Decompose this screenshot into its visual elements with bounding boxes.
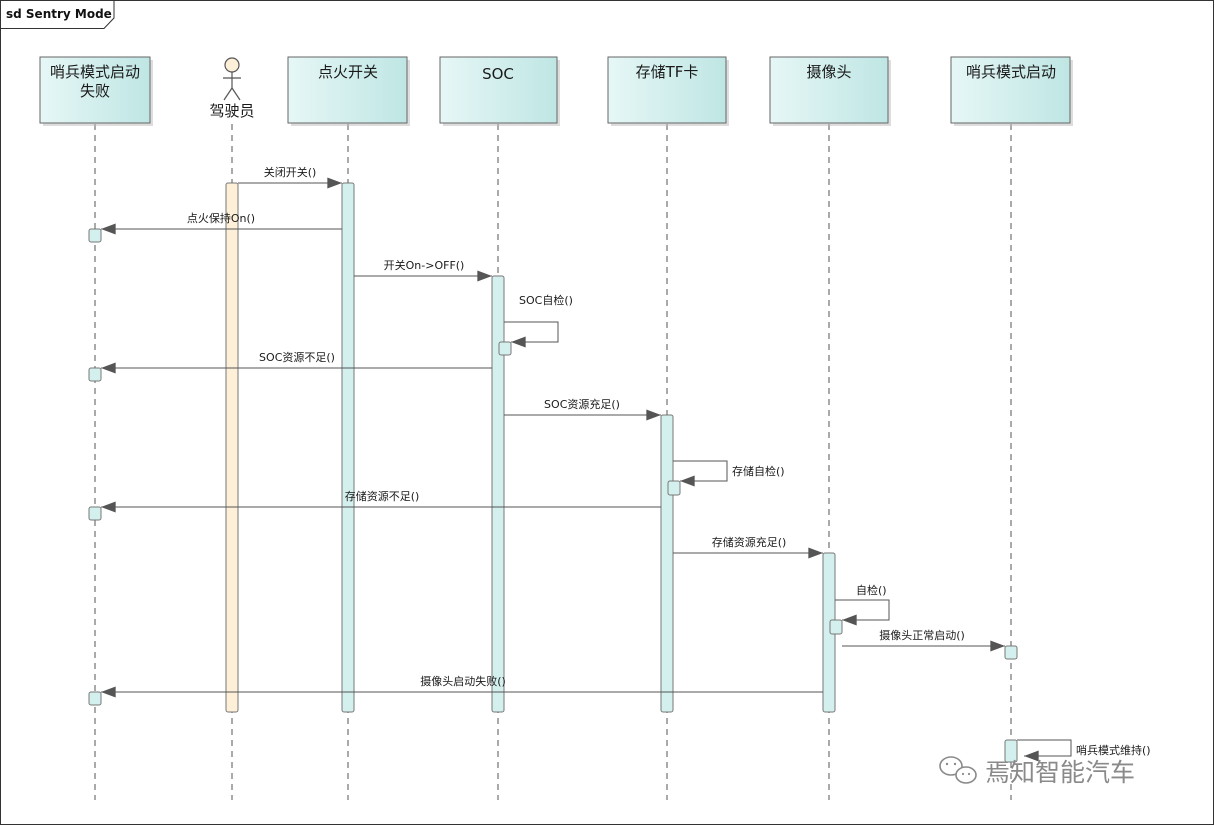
msg-label-ignition-hold: 点火保持On() bbox=[187, 211, 255, 225]
participant-camera-label: 摄像头 bbox=[806, 63, 851, 81]
activations bbox=[88, 182, 1018, 763]
msg-arrow-sentry-maintain bbox=[1017, 739, 1072, 762]
participant-start: 哨兵模式启动 bbox=[950, 56, 1073, 126]
msg-label-close-switch: 关闭开关() bbox=[264, 165, 317, 179]
msg-label-on-off: 开关On->OFF() bbox=[384, 258, 465, 272]
msg-label-storage-insufficient: 存储资源不足() bbox=[345, 489, 420, 503]
participant-driver-label: 驾驶员 bbox=[209, 102, 254, 120]
msg-arrow-storage-selfcheck bbox=[673, 460, 728, 487]
participant-soc-label: SOC bbox=[482, 65, 514, 83]
actor-icon bbox=[224, 57, 240, 73]
msg-label-camera-fail: 摄像头启动失败() bbox=[420, 674, 506, 688]
wechat-icon bbox=[939, 756, 977, 784]
participant-ignition: 点火开关 bbox=[287, 56, 410, 126]
activation-tf-selfcheck bbox=[667, 480, 681, 496]
watermark: 焉知智能汽车 bbox=[939, 756, 1135, 787]
activation-camera-selfcheck bbox=[829, 619, 843, 635]
activation-fail-3 bbox=[88, 506, 102, 521]
frame-title-tab bbox=[0, 0, 115, 29]
activation-soc bbox=[491, 275, 505, 713]
activation-ignition bbox=[341, 182, 355, 713]
msg-label-soc-selfcheck: SOC自检() bbox=[519, 293, 573, 307]
participant-fail: 哨兵模式启动 失败 bbox=[39, 56, 153, 126]
activation-fail-4 bbox=[88, 691, 102, 706]
msg-arrow-camera-selfcheck bbox=[835, 599, 890, 626]
participant-soc: SOC bbox=[439, 56, 560, 126]
activation-driver bbox=[225, 182, 239, 713]
participant-fail-label-2: 失败 bbox=[80, 82, 110, 100]
activation-tf bbox=[660, 414, 674, 713]
msg-label-camera-selfcheck: 自检() bbox=[856, 583, 887, 597]
participant-tf-label: 存储TF卡 bbox=[636, 63, 699, 81]
messages bbox=[100, 177, 1072, 762]
msg-label-camera-ok: 摄像头正常启动() bbox=[879, 628, 965, 642]
participant-driver bbox=[223, 57, 241, 101]
activation-start-maintain bbox=[1004, 739, 1018, 763]
participant-fail-label-1: 哨兵模式启动 bbox=[50, 63, 140, 81]
msg-label-soc-insufficient: SOC资源不足() bbox=[259, 350, 335, 364]
participant-start-label: 哨兵模式启动 bbox=[966, 63, 1056, 81]
msg-label-storage-sufficient: 存储资源充足() bbox=[712, 535, 787, 549]
activation-fail-2 bbox=[88, 367, 102, 382]
participant-ignition-label: 点火开关 bbox=[318, 63, 378, 81]
msg-label-sentry-maintain: 哨兵模式维持() bbox=[1076, 743, 1151, 757]
watermark-text: 焉知智能汽车 bbox=[985, 758, 1135, 787]
participant-tf: 存储TF卡 bbox=[607, 56, 729, 126]
msg-arrow-soc-selfcheck bbox=[504, 321, 559, 348]
activation-fail-1 bbox=[88, 228, 102, 243]
activation-soc-selfcheck bbox=[498, 341, 512, 356]
msg-label-storage-selfcheck: 存储自检() bbox=[732, 464, 785, 478]
msg-label-soc-sufficient: SOC资源充足() bbox=[544, 397, 620, 411]
participant-camera: 摄像头 bbox=[769, 56, 891, 126]
activation-start bbox=[1004, 645, 1018, 660]
frame-title: sd Sentry Mode bbox=[6, 7, 112, 21]
